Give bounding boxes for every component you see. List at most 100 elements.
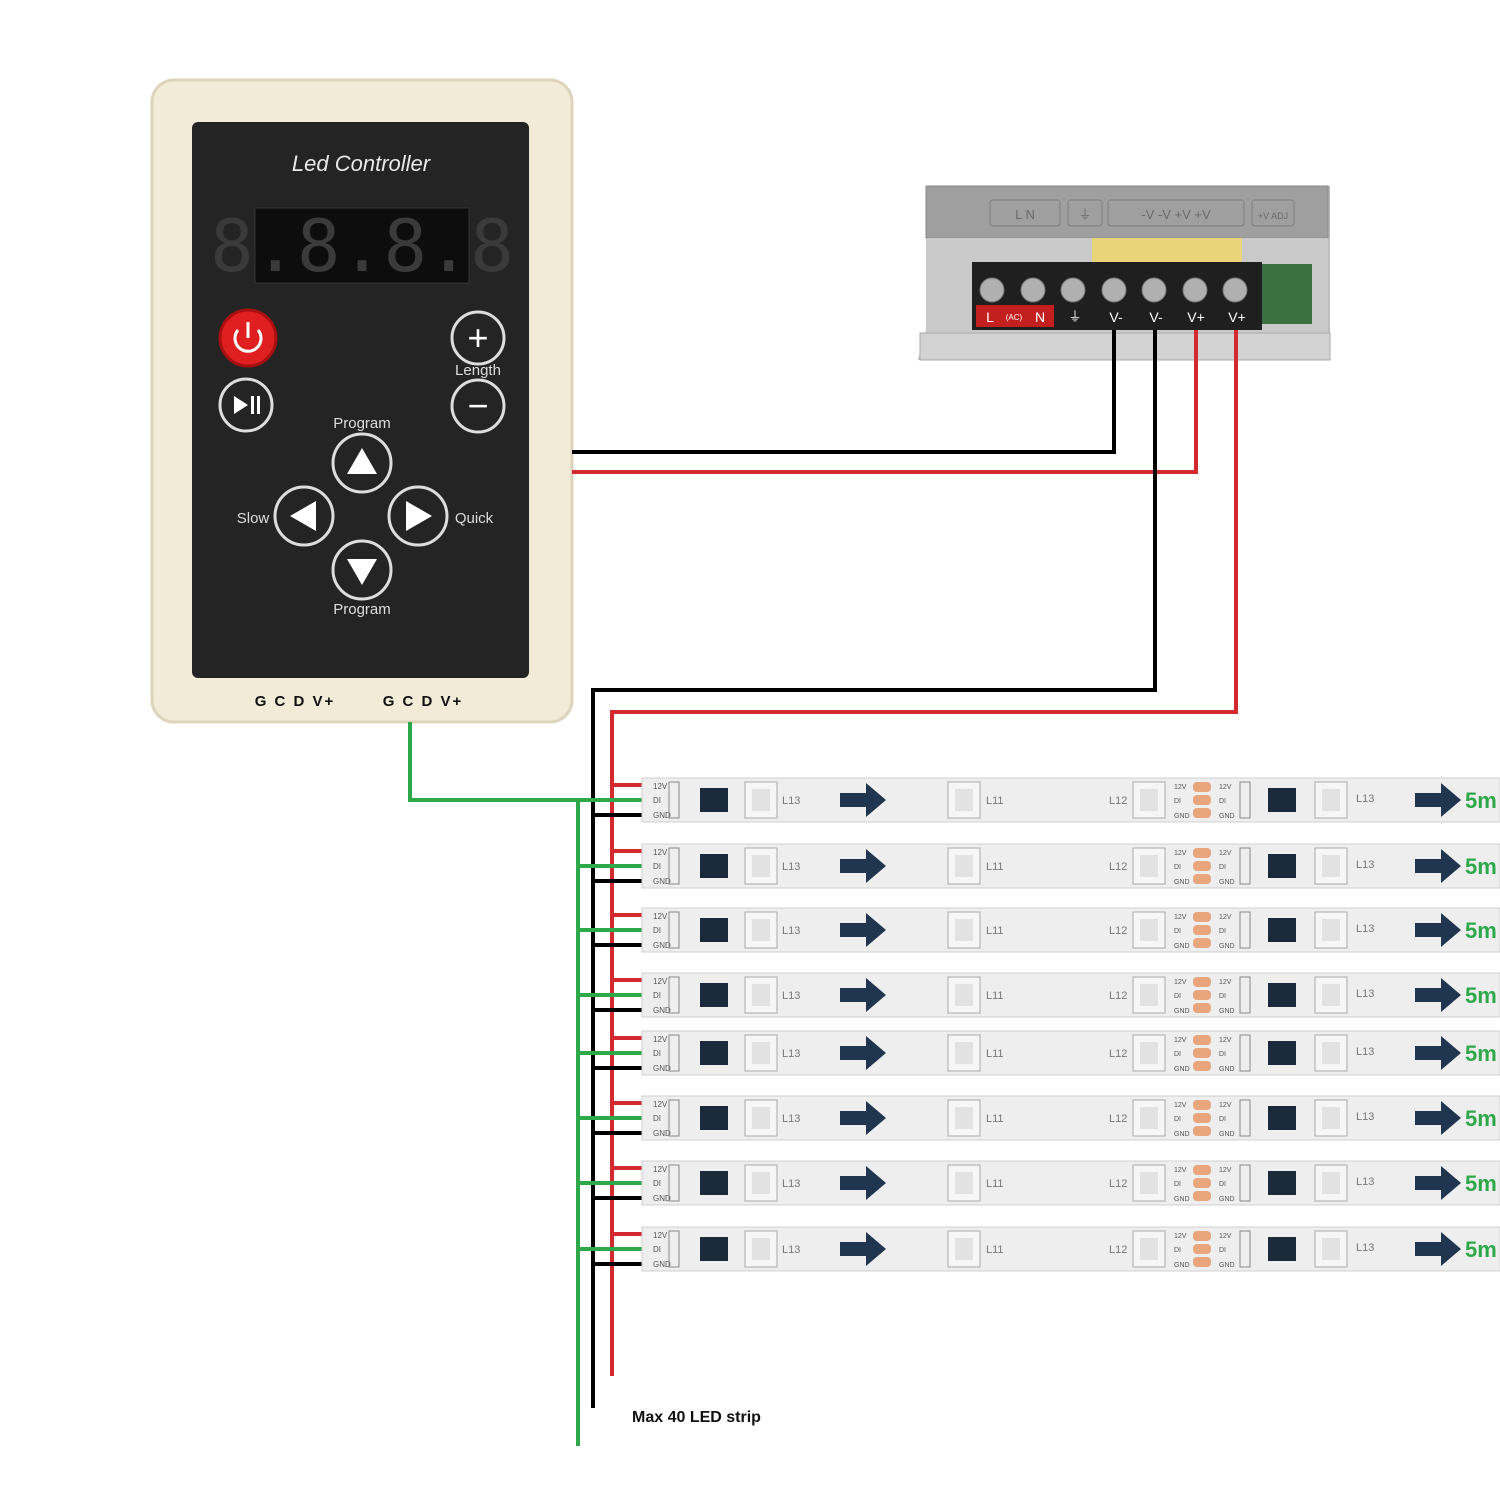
solder-pad xyxy=(1193,782,1211,792)
wire-controller-gnd xyxy=(572,330,1116,454)
led-lens xyxy=(1140,855,1158,877)
mid-pad-label-di: DI xyxy=(1219,1116,1226,1123)
wire-data-bus xyxy=(408,722,580,1446)
led-lens xyxy=(955,1107,973,1129)
pad-label-di: DI xyxy=(653,1179,661,1188)
pad-label-12v: 12V xyxy=(653,848,668,857)
direction-arrow-icon xyxy=(1415,913,1461,947)
pad-label-gnd: GND xyxy=(653,1260,671,1269)
play-pause-button[interactable] xyxy=(218,377,274,433)
led-5050 xyxy=(1314,1099,1348,1137)
pad-label-gnd: GND xyxy=(653,1194,671,1203)
direction-arrow-icon xyxy=(840,1166,886,1200)
mid-pad-label-12v: 12V xyxy=(1174,1167,1187,1174)
segment-label-l13: L13 xyxy=(1356,1242,1374,1254)
pad-label-di: DI xyxy=(653,926,661,935)
program-label-top: Program xyxy=(333,415,391,432)
length-plus-button[interactable]: + xyxy=(450,310,506,366)
psu-terminal-ground: ⏚ xyxy=(1068,309,1081,324)
strip-length-label: 5m xyxy=(1465,1041,1497,1066)
wire-strip-gnd-bus xyxy=(591,330,1157,1408)
solder-pad xyxy=(1193,1048,1211,1058)
segment-label-l12: L12 xyxy=(1109,925,1127,937)
mid-pad-label-12v: 12V xyxy=(1219,850,1232,857)
mid-pad-label-gnd: GND xyxy=(1174,1008,1190,1015)
ic-chip xyxy=(700,1237,728,1261)
mid-pad-label-di: DI xyxy=(1174,1051,1181,1058)
ic-chip xyxy=(1268,854,1296,878)
segment-label-l13: L13 xyxy=(782,1048,800,1060)
mid-pad-label-12v: 12V xyxy=(1174,850,1187,857)
direction-arrow-icon xyxy=(840,1101,886,1135)
solder-pad xyxy=(1193,925,1211,935)
mid-pad-label-di: DI xyxy=(1219,1181,1226,1188)
mid-pad-label-12v: 12V xyxy=(1174,1037,1187,1044)
strip-body xyxy=(641,843,1500,889)
wire-controller-vplus xyxy=(572,330,1198,474)
led-lens xyxy=(1322,1172,1340,1194)
up-arrow-icon xyxy=(347,448,377,474)
segment-label-l13: L13 xyxy=(1356,1176,1374,1188)
strip-body xyxy=(641,1095,1500,1141)
seven-segment-display xyxy=(254,207,470,284)
mid-pad-label-di: DI xyxy=(1219,798,1226,805)
solder-pad xyxy=(1193,1257,1211,1267)
psu-terminal-ac: (AC) xyxy=(1006,313,1023,322)
segment-label-l13: L13 xyxy=(782,1244,800,1256)
mid-pad-label-gnd: GND xyxy=(1219,1196,1235,1203)
resistor-block xyxy=(1239,781,1251,819)
pad-label-di: DI xyxy=(653,991,661,1000)
direction-arrow-icon xyxy=(1415,849,1461,883)
segment-label-l13: L13 xyxy=(782,1178,800,1190)
solder-pad xyxy=(1193,1244,1211,1254)
direction-arrow-icon xyxy=(1415,783,1461,817)
right-arrow-icon xyxy=(406,501,432,531)
minus-icon: − xyxy=(467,385,488,426)
led-lens xyxy=(1140,1107,1158,1129)
strip-body xyxy=(641,907,1500,953)
program-down-button[interactable] xyxy=(331,539,393,601)
led-controller: Led Controller 8.8.8.8 + Length xyxy=(150,78,574,724)
segment-label-l13: L13 xyxy=(782,925,800,937)
segment-label-l11: L11 xyxy=(986,990,1004,1002)
led-lens xyxy=(1140,1042,1158,1064)
mid-pad-label-di: DI xyxy=(1174,993,1181,1000)
quick-button[interactable] xyxy=(387,485,449,547)
power-button[interactable] xyxy=(218,308,278,368)
pad-label-gnd: GND xyxy=(653,1129,671,1138)
mid-pad-label-gnd: GND xyxy=(1219,879,1235,886)
solder-pad xyxy=(1193,1003,1211,1013)
strip-body xyxy=(641,777,1500,823)
mid-pad-label-di: DI xyxy=(1219,864,1226,871)
slow-button[interactable] xyxy=(273,485,335,547)
pad-label-di: DI xyxy=(653,1114,661,1123)
mid-pad-label-di: DI xyxy=(1219,993,1226,1000)
psu-top-label-adj: +V ADJ xyxy=(1258,211,1288,221)
segment-label-l13: L13 xyxy=(1356,923,1374,935)
ic-chip xyxy=(700,1171,728,1195)
mid-pad-label-12v: 12V xyxy=(1174,1102,1187,1109)
led-lens xyxy=(955,1172,973,1194)
solder-pad xyxy=(1193,1191,1211,1201)
mid-pad-label-12v: 12V xyxy=(1174,979,1187,986)
solder-pad xyxy=(1193,1113,1211,1123)
program-up-button[interactable] xyxy=(331,432,393,494)
solder-pad xyxy=(1193,861,1211,871)
segment-label-l13: L13 xyxy=(1356,859,1374,871)
solder-pad xyxy=(1193,1035,1211,1045)
mid-pad-label-gnd: GND xyxy=(1219,1008,1235,1015)
quick-label: Quick xyxy=(455,510,494,527)
resistor-block xyxy=(668,1164,680,1202)
psu-terminal-v-plus-1: V+ xyxy=(1187,309,1205,325)
strip-body xyxy=(641,1226,1500,1272)
solder-pad xyxy=(1193,1100,1211,1110)
pad-label-gnd: GND xyxy=(653,941,671,950)
length-minus-button[interactable]: − xyxy=(450,378,506,434)
led-lens xyxy=(955,855,973,877)
led-lens xyxy=(752,1042,770,1064)
